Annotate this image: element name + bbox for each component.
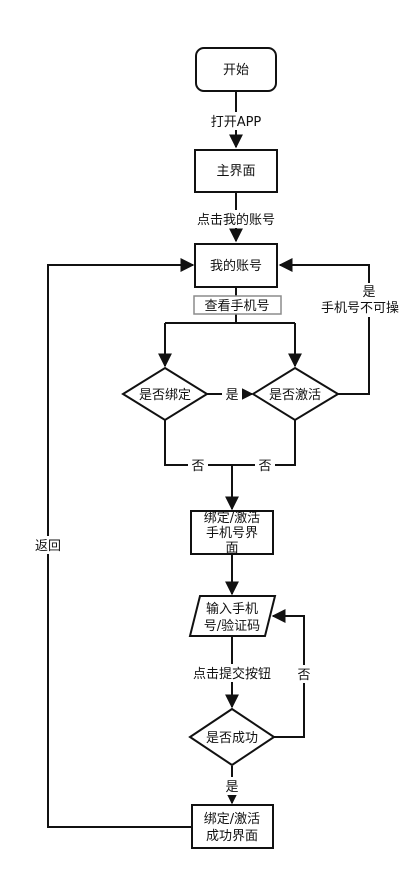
is-bound-shape xyxy=(121,366,209,422)
input-shape xyxy=(188,595,277,637)
success-page-line-1: 绑定/激活 xyxy=(204,812,260,827)
label-click-account: 点击我的账号 xyxy=(197,212,275,228)
start-label: 开始 xyxy=(223,63,249,78)
view-phone-shape xyxy=(193,295,282,315)
main-label: 主界面 xyxy=(216,164,255,179)
label-phone-unusable: 手机号不可操 xyxy=(321,300,399,316)
view-phone-label: 查看手机号 xyxy=(204,298,269,314)
node-success-page: 绑定/激活 成功界面 xyxy=(191,804,274,849)
connectors xyxy=(47,91,370,828)
node-is-bound: 是否绑定 xyxy=(121,366,209,422)
is-activated-shape xyxy=(251,366,340,422)
start-shape xyxy=(195,47,277,92)
node-bind-page: 绑定/激活 手机号界 面 xyxy=(190,510,274,556)
input-line-1: 输入手机 xyxy=(206,601,258,617)
bind-page-line-3: 面 xyxy=(225,541,238,556)
success-page-shape xyxy=(191,804,274,849)
bind-page-line-1: 绑定/激活 xyxy=(204,511,260,526)
node-view-phone: 查看手机号 xyxy=(193,295,282,315)
label-open-app: 打开APP xyxy=(211,115,262,130)
main-shape xyxy=(194,149,278,193)
label-bound-yes: 是 xyxy=(225,388,238,403)
node-my-account: 我的账号 xyxy=(194,243,278,288)
is-bound-label: 是否绑定 xyxy=(139,388,191,403)
edge-bound-no xyxy=(164,420,232,466)
edge-labels: 打开APP 点击我的账号 是 否 否 是 手机号不可操 返回 点击提交按钮 否 … xyxy=(35,115,399,795)
node-is-success: 是否成功 xyxy=(188,707,276,767)
success-page-line-2: 成功界面 xyxy=(206,829,258,844)
edge-activated-yes-loop xyxy=(278,258,370,395)
label-back: 返回 xyxy=(35,539,61,554)
label-activated-yes: 是 xyxy=(362,285,375,300)
is-success-shape xyxy=(188,707,276,767)
input-line-2: 号/验证码 xyxy=(204,618,260,634)
node-start: 开始 xyxy=(195,47,277,92)
my-account-label: 我的账号 xyxy=(210,258,262,274)
label-click-submit: 点击提交按钮 xyxy=(193,666,271,682)
bind-page-shape xyxy=(190,510,274,555)
is-success-label: 是否成功 xyxy=(206,731,258,746)
is-activated-label: 是否激活 xyxy=(269,388,321,403)
label-fail: 否 xyxy=(297,668,310,683)
node-main: 主界面 xyxy=(194,149,278,193)
node-is-activated: 是否激活 xyxy=(251,366,340,422)
label-success: 是 xyxy=(225,780,238,795)
bind-page-line-2: 手机号界 xyxy=(206,526,258,541)
label-bound-no: 否 xyxy=(191,459,204,474)
label-backgrounds xyxy=(34,112,400,795)
my-account-shape xyxy=(194,243,278,288)
node-input: 输入手机 号/验证码 xyxy=(188,595,277,637)
label-activated-no: 否 xyxy=(258,459,271,474)
edge-back-loop xyxy=(47,258,195,828)
edge-activated-no xyxy=(232,420,296,466)
